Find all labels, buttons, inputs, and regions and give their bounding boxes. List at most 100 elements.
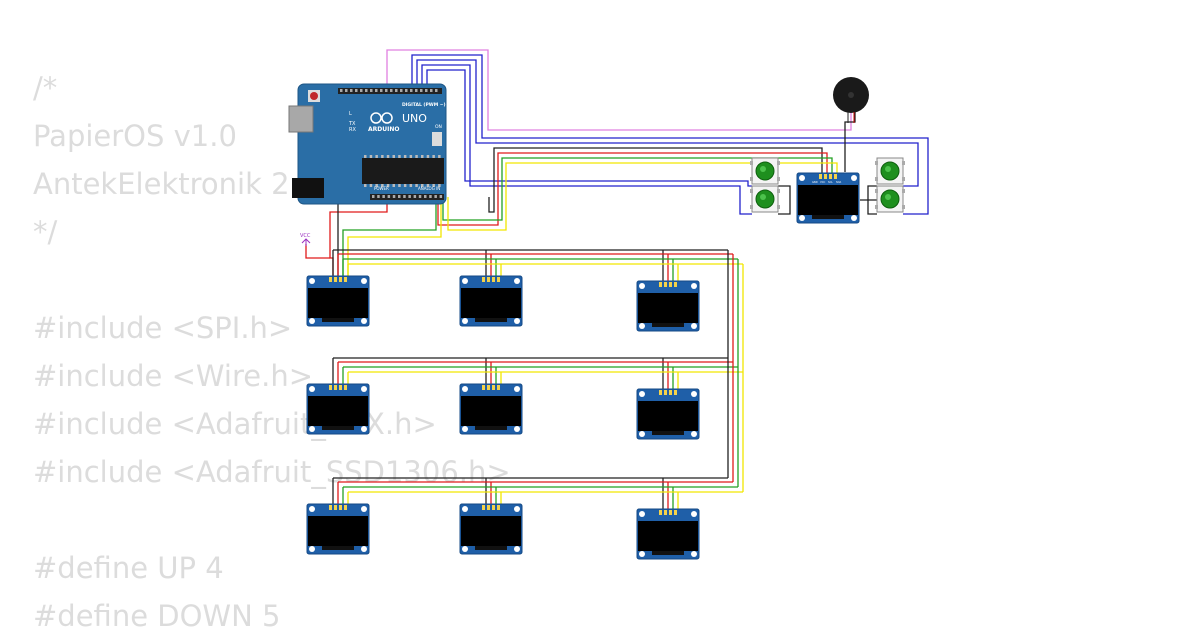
code-line: /* bbox=[33, 71, 58, 105]
chip-pin bbox=[398, 184, 401, 187]
header-pin bbox=[370, 89, 373, 92]
oled-display-1 bbox=[306, 275, 370, 327]
header-pin bbox=[413, 195, 417, 198]
oled-display-4 bbox=[306, 383, 370, 435]
chip-pin bbox=[426, 155, 430, 158]
code-line: */ bbox=[33, 215, 58, 249]
icsp-header bbox=[432, 132, 442, 146]
arduino-l-label: L bbox=[349, 111, 352, 117]
header-pin bbox=[420, 89, 423, 92]
header-pin bbox=[418, 195, 422, 198]
chip-pin bbox=[364, 155, 367, 158]
chip-pin bbox=[369, 184, 373, 187]
chip-pin bbox=[381, 184, 384, 187]
header-pin bbox=[400, 89, 403, 92]
chip-pin bbox=[438, 184, 441, 187]
header-pin bbox=[382, 195, 385, 198]
code-line: AntekElektronik 2 bbox=[33, 167, 290, 201]
vcc-symbol: VCC bbox=[300, 233, 311, 246]
header-pin bbox=[345, 89, 348, 92]
chip-pin bbox=[432, 184, 435, 187]
chip-pin bbox=[415, 184, 418, 187]
code-line: #define DOWN 5 bbox=[33, 599, 281, 633]
wire-green bbox=[342, 197, 437, 276]
chip-pin bbox=[392, 184, 395, 187]
header-pin bbox=[410, 89, 413, 92]
header-pin bbox=[405, 89, 408, 92]
header-pin bbox=[425, 89, 428, 92]
arduino-digital-label: DIGITAL (PWM ~) bbox=[402, 102, 446, 108]
arduino-on-label: ON bbox=[435, 124, 442, 130]
chip-pin bbox=[364, 184, 367, 187]
push-button bbox=[874, 185, 906, 213]
chip-pin bbox=[409, 155, 413, 158]
arduino-model-label: UNO bbox=[402, 112, 427, 125]
wire-pink bbox=[386, 49, 852, 131]
oled-display-2 bbox=[459, 275, 523, 327]
code-line: PapierOS v1.0 bbox=[33, 119, 237, 153]
oled-pin-label: GND bbox=[812, 180, 818, 184]
chip-pin bbox=[386, 155, 390, 158]
chip-pin bbox=[415, 155, 418, 158]
header-pin bbox=[390, 89, 393, 92]
chip-pin bbox=[403, 155, 407, 158]
header-pin bbox=[360, 89, 363, 92]
oled-pin-label: SDA bbox=[836, 180, 841, 184]
code-line: #include <Adafruit_SSD1306.h> bbox=[33, 455, 511, 489]
header-pin bbox=[380, 89, 383, 92]
header-pin bbox=[365, 89, 368, 92]
header-pin bbox=[392, 195, 396, 198]
arduino-analog-label: ANALOG IN bbox=[418, 186, 440, 191]
wire-red bbox=[437, 152, 828, 226]
header-pin bbox=[340, 89, 343, 92]
arduino-power-label: POWER bbox=[374, 186, 389, 191]
vcc-arrow bbox=[301, 238, 311, 244]
code-line: #define UP 4 bbox=[33, 551, 224, 585]
header-pin bbox=[350, 89, 353, 92]
oled-display-5 bbox=[459, 383, 523, 435]
oled-display-9 bbox=[636, 508, 700, 560]
arduino-logo-icon bbox=[381, 112, 393, 124]
code-line: #include <Adafruit_GFX.h> bbox=[33, 407, 437, 441]
header-pin bbox=[375, 89, 378, 92]
header-pin bbox=[385, 89, 388, 92]
wire-blue bbox=[426, 69, 752, 187]
wire-black bbox=[844, 112, 856, 172]
arduino-tx-label: TX bbox=[348, 121, 356, 127]
chip-pin bbox=[421, 155, 424, 158]
header-pin bbox=[355, 89, 358, 92]
arduino-logo-icon bbox=[370, 112, 382, 124]
push-button bbox=[749, 157, 781, 185]
header-pin bbox=[424, 195, 427, 198]
header-pin bbox=[372, 195, 375, 198]
chip-pin bbox=[375, 184, 378, 187]
oled-pin-label: VCC bbox=[820, 180, 825, 184]
wire-yellow bbox=[447, 162, 838, 231]
reset-button-cap bbox=[310, 92, 318, 100]
header-pin bbox=[395, 89, 398, 92]
arduino-brand-label: ARDUINO bbox=[368, 126, 399, 133]
chip-pin bbox=[432, 155, 435, 158]
wire-yellow bbox=[347, 197, 442, 276]
chip-pin bbox=[398, 155, 401, 158]
chip-pin bbox=[426, 184, 430, 187]
oled-display-7 bbox=[306, 503, 370, 555]
header-pin bbox=[430, 89, 433, 92]
code-line: #include <SPI.h> bbox=[33, 311, 293, 345]
chip-pin bbox=[438, 155, 441, 158]
power-analog-header bbox=[370, 194, 444, 200]
push-button bbox=[749, 185, 781, 213]
wire-blue bbox=[411, 54, 929, 215]
chip-pin bbox=[369, 155, 373, 158]
oled-display-8 bbox=[459, 503, 523, 555]
wire-black bbox=[867, 185, 877, 215]
chip-pin bbox=[403, 184, 407, 187]
wire-black bbox=[778, 185, 791, 215]
power-jack bbox=[292, 178, 324, 198]
vcc-label: VCC bbox=[300, 233, 311, 239]
header-pin bbox=[415, 89, 418, 92]
push-button bbox=[874, 157, 906, 185]
